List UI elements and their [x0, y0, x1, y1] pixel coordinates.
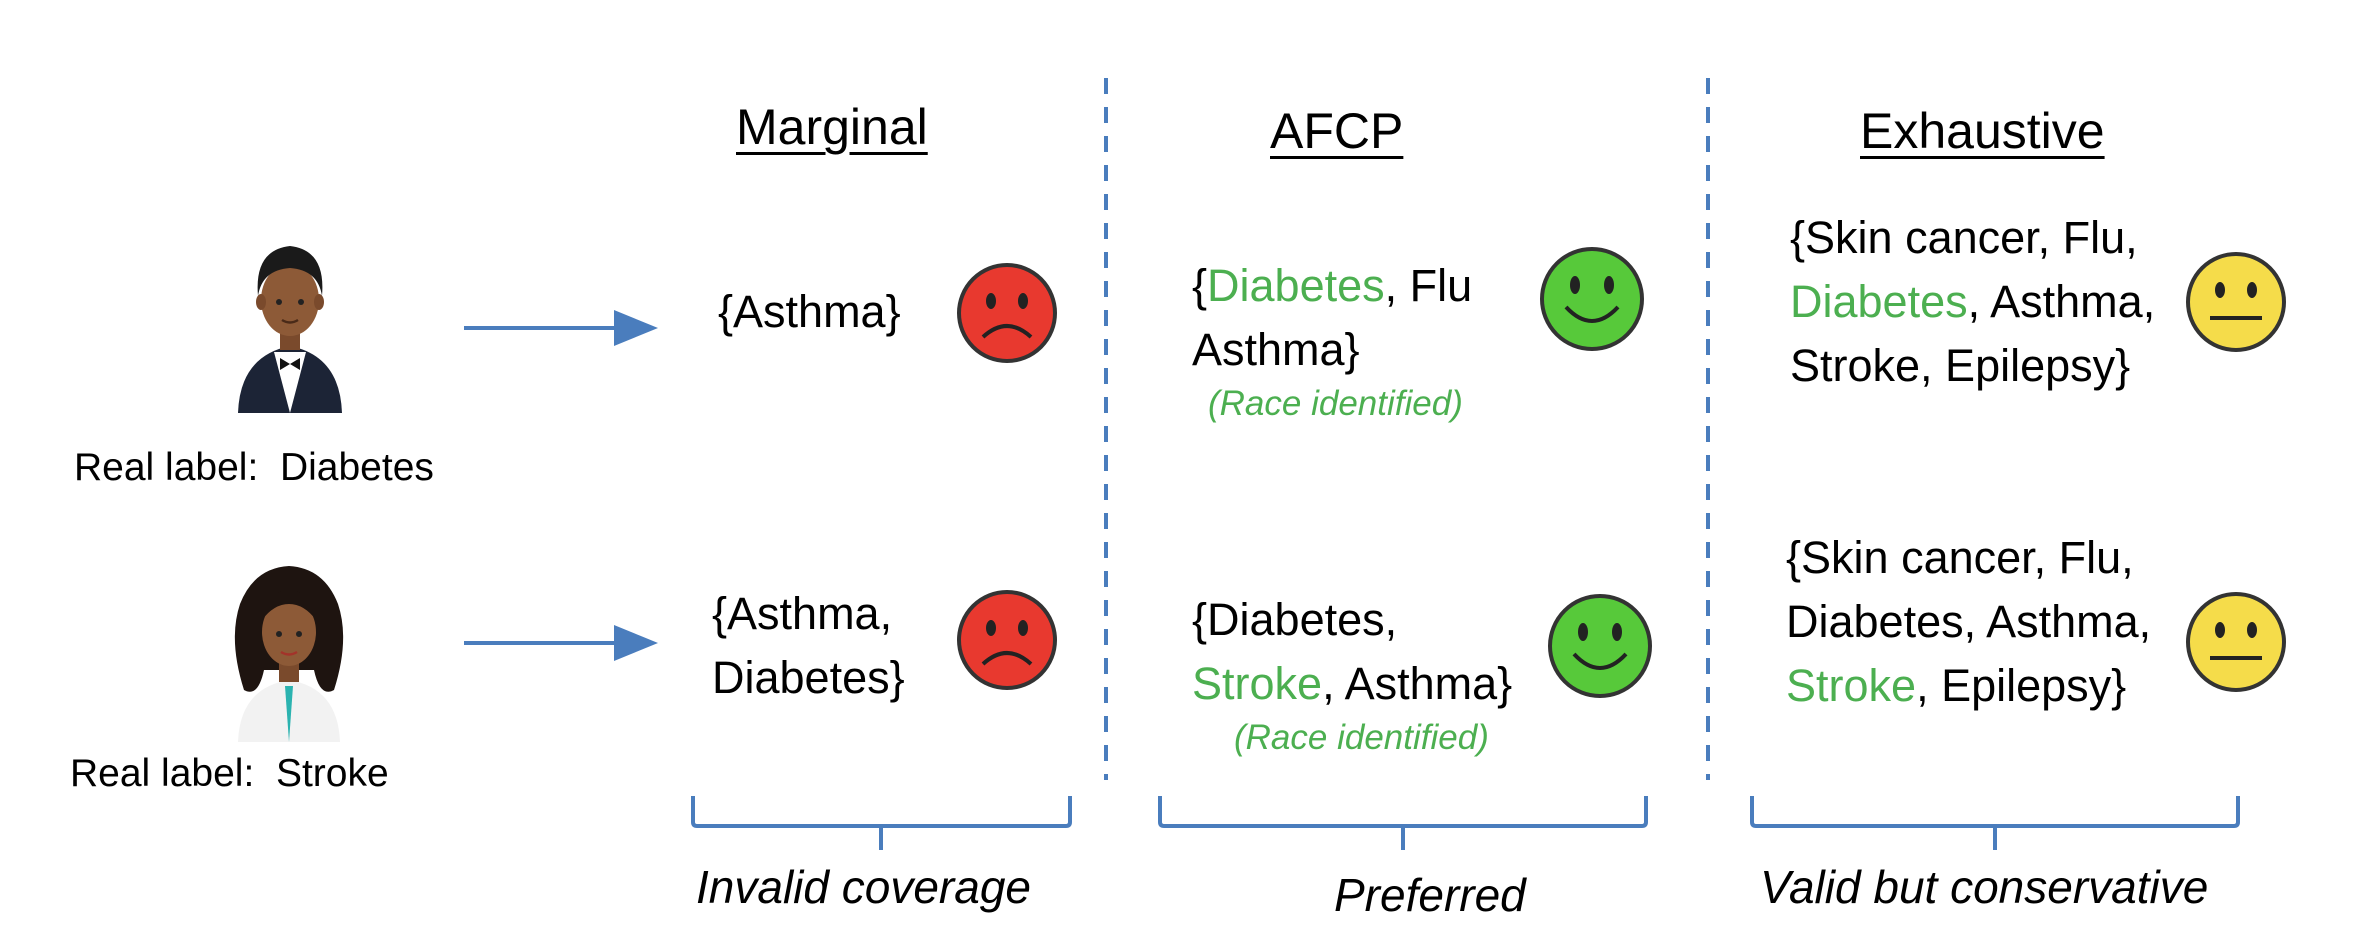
- set-line: Asthma}: [1192, 324, 1360, 375]
- set-rest: , Asthma,: [1967, 276, 2156, 327]
- header-afcp: AFCP: [1270, 103, 1404, 159]
- set-rest: , Epilepsy}: [1916, 660, 2127, 711]
- real-label-value: Diabetes: [279, 446, 434, 489]
- afcp-set-row1: {Diabetes, Flu Asthma}: [1192, 254, 1472, 382]
- set-line: {Asthma}: [718, 286, 901, 337]
- true-label-highlight: Stroke: [1192, 658, 1323, 709]
- arrow-row2: [464, 625, 658, 661]
- true-label-highlight: Diabetes: [1790, 276, 1968, 327]
- afcp-note-row1: (Race identified): [1208, 384, 1463, 423]
- set-line: {Asthma,: [712, 588, 893, 639]
- real-label-prefix: Real label:: [70, 752, 255, 795]
- header-marginal: Marginal: [736, 99, 928, 155]
- neutral-face-icon: [2186, 252, 2286, 352]
- patient-man-avatar: [238, 246, 342, 413]
- brace-exhaustive: [1750, 796, 2240, 850]
- patient2-real-label: Real label: Stroke: [70, 752, 389, 796]
- happy-face-icon: [1548, 594, 1652, 698]
- set-line: {Diabetes,: [1192, 594, 1398, 645]
- set-line: Diabetes}: [712, 652, 905, 703]
- marginal-set-row2: {Asthma, Diabetes}: [712, 582, 905, 710]
- set-line: {Skin cancer, Flu,: [1790, 212, 2138, 263]
- set-line: Diabetes, Asthma,: [1786, 596, 2152, 647]
- brace-afcp: [1158, 796, 1648, 850]
- marginal-set-row1: {Asthma}: [718, 280, 901, 344]
- sad-face-icon: [957, 590, 1057, 690]
- sad-face-icon: [957, 263, 1057, 363]
- happy-face-icon: [1540, 247, 1644, 351]
- set-rest: , Asthma}: [1322, 658, 1513, 709]
- brace-marginal: [691, 796, 1072, 850]
- afcp-note-row2: (Race identified): [1234, 718, 1489, 757]
- set-rest: , Flu: [1384, 260, 1473, 311]
- neutral-face-icon: [2186, 592, 2286, 692]
- set-open: {: [1192, 260, 1208, 311]
- header-exhaustive: Exhaustive: [1860, 103, 2105, 159]
- set-line: Stroke, Asthma}: [1192, 652, 1512, 716]
- arrow-row1: [464, 310, 658, 346]
- footer-marginal: Invalid coverage: [696, 861, 1031, 913]
- set-line: Diabetes, Asthma,: [1790, 270, 2155, 334]
- set-line: Stroke, Epilepsy}: [1790, 340, 2131, 391]
- set-line: Stroke, Epilepsy}: [1786, 654, 2151, 718]
- patient1-real-label: Real label: Diabetes: [74, 446, 434, 490]
- footer-exhaustive: Valid but conservative: [1760, 861, 2209, 913]
- set-line: {Skin cancer, Flu,: [1786, 532, 2134, 583]
- patient-woman-avatar: [234, 566, 344, 742]
- exhaustive-set-row1: {Skin cancer, Flu, Diabetes, Asthma, Str…: [1790, 206, 2155, 398]
- true-label-highlight: Diabetes: [1207, 260, 1385, 311]
- footer-afcp: Preferred: [1334, 869, 1526, 921]
- afcp-set-row2: {Diabetes, Stroke, Asthma}: [1192, 588, 1512, 716]
- set-line: {Diabetes, Flu: [1192, 254, 1472, 318]
- true-label-highlight: Stroke: [1786, 660, 1917, 711]
- real-label-prefix: Real label:: [74, 446, 259, 489]
- exhaustive-set-row2: {Skin cancer, Flu, Diabetes, Asthma, Str…: [1786, 526, 2151, 718]
- real-label-value: Stroke: [275, 752, 389, 795]
